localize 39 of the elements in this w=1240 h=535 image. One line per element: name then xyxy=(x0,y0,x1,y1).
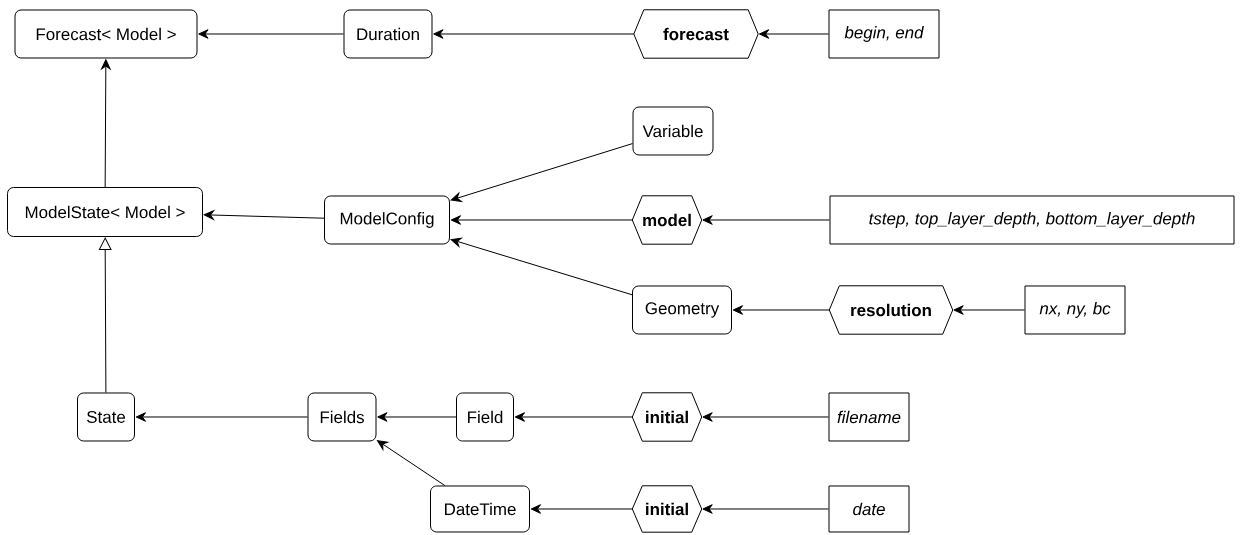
arrow xyxy=(135,412,308,422)
class-box: DateTime xyxy=(430,485,530,533)
method-hexagon: initial xyxy=(631,485,703,533)
method-hexagon: forecast xyxy=(633,9,759,59)
class-box: ModelConfig xyxy=(324,195,450,245)
class-box: State xyxy=(77,392,135,442)
method-hexagon: initial xyxy=(631,392,703,442)
arrow xyxy=(702,412,829,422)
arrow xyxy=(377,412,457,422)
class-box: Fields xyxy=(307,392,377,442)
inheritance-arrow xyxy=(98,237,112,393)
class-box: Duration xyxy=(343,9,433,59)
parameter-box: tstep, top_layer_depth, bottom_layer_depth xyxy=(829,195,1235,245)
arrow xyxy=(702,215,830,225)
parameter-box: date xyxy=(828,485,910,533)
arrow xyxy=(377,440,446,486)
class-box: ModelState< Model > xyxy=(7,187,203,237)
arrow xyxy=(514,412,633,422)
arrow xyxy=(450,215,633,225)
arrow xyxy=(433,29,635,39)
class-box: Field xyxy=(456,392,514,442)
parameter-box: filename xyxy=(828,392,910,442)
arrow xyxy=(101,59,111,188)
arrow xyxy=(198,29,344,39)
method-hexagon: model xyxy=(631,195,703,245)
class-box: Geometry xyxy=(632,285,732,335)
class-box: Variable xyxy=(632,106,714,156)
arrow xyxy=(953,305,1025,315)
parameter-box: begin, end xyxy=(828,9,940,59)
arrow xyxy=(203,210,325,220)
arrow xyxy=(450,237,633,296)
arrow xyxy=(758,29,829,39)
arrow xyxy=(732,305,830,315)
arrow xyxy=(450,143,633,202)
parameter-box: nx, ny, bc xyxy=(1024,285,1126,335)
method-hexagon: resolution xyxy=(828,285,954,335)
class-box: Forecast< Model > xyxy=(14,9,198,59)
arrow xyxy=(702,504,829,514)
arrow xyxy=(530,504,633,514)
